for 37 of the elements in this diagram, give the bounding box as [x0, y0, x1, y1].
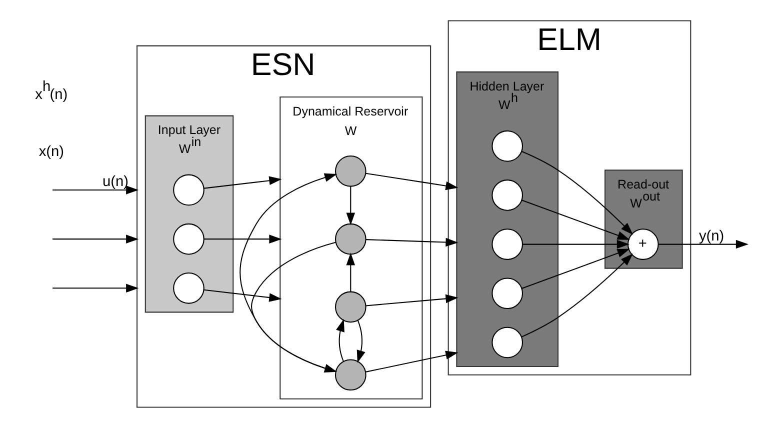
arrow	[203, 176, 282, 189]
edge-label: u(n)	[102, 174, 128, 190]
edge-label: y(n)	[698, 228, 724, 244]
arrow	[203, 289, 282, 302]
arrow	[658, 240, 748, 249]
arrow	[520, 254, 633, 338]
arrow	[365, 294, 458, 306]
node-circle	[491, 130, 522, 162]
node-circle	[172, 272, 204, 304]
arrow	[521, 200, 630, 240]
arrow	[365, 350, 458, 372]
arrow	[522, 240, 629, 249]
node-circle	[172, 174, 204, 206]
arrow	[203, 234, 282, 244]
arrow	[365, 238, 458, 247]
node-circle	[491, 326, 522, 358]
arrow	[356, 320, 365, 363]
node-circle	[334, 359, 366, 391]
cluster: Dynamical Reservoir W	[279, 96, 422, 400]
node-circle	[491, 180, 522, 211]
node-circle	[334, 291, 366, 323]
node-circle	[334, 156, 366, 187]
label: x(n)	[38, 144, 64, 160]
arrow	[365, 172, 458, 190]
arrow	[346, 252, 355, 292]
arrow	[521, 248, 630, 289]
arrow	[521, 151, 633, 235]
arrow	[346, 186, 355, 226]
node-circle	[491, 278, 522, 310]
arrow	[52, 186, 138, 194]
node-circle	[172, 223, 204, 255]
node-circle	[334, 223, 366, 255]
node-circle: +	[626, 228, 658, 260]
node-circle	[491, 228, 522, 260]
arrow	[52, 234, 138, 244]
arrow	[52, 284, 138, 293]
arrow	[336, 319, 344, 362]
